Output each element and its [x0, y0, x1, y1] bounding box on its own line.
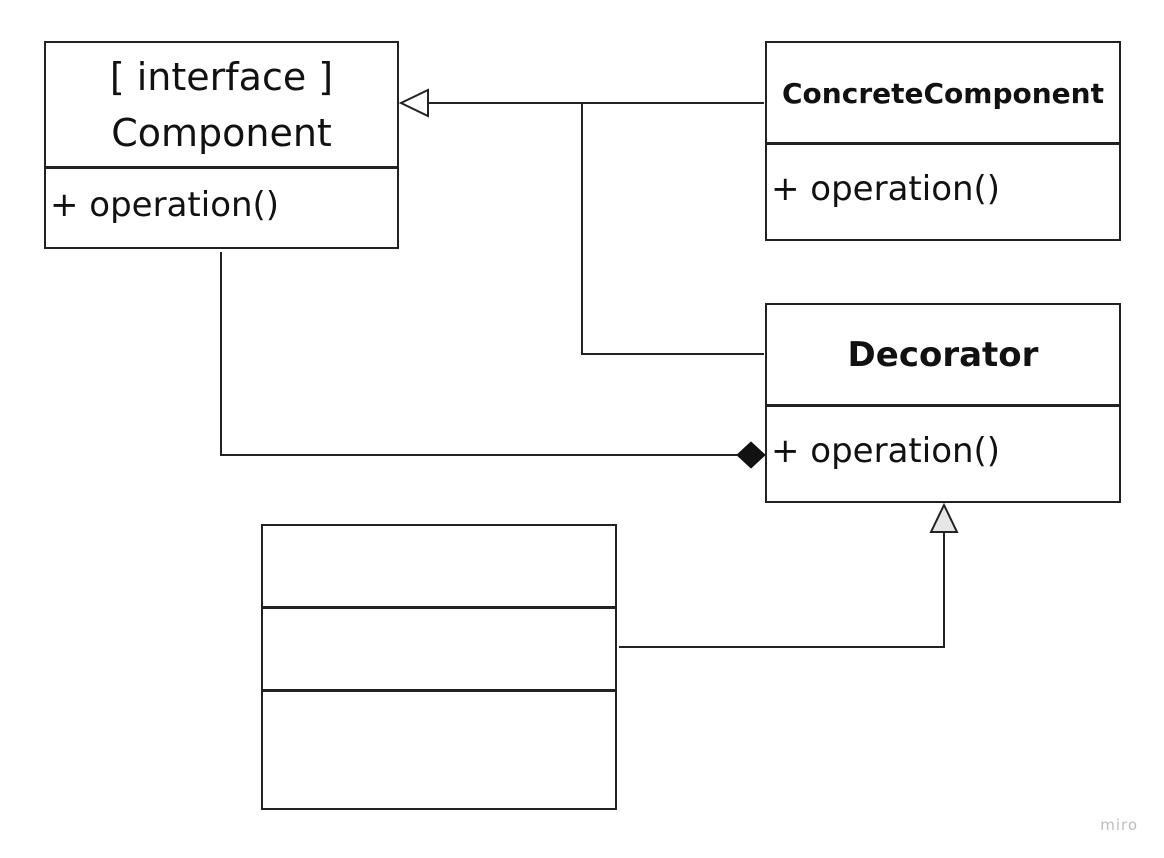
concreate-decorator-divider-1	[263, 606, 615, 608]
filled-diamond-icon	[736, 441, 766, 469]
component-name: Component	[111, 111, 332, 155]
composition-line	[220, 252, 737, 456]
decorator-method: + operation()	[771, 431, 1001, 471]
decorator-header: Decorator	[767, 305, 1119, 405]
concrete-component-header: ConcreteComponent	[767, 43, 1119, 143]
concrete-component-class-box[interactable]: ConcreteComponent + operation()	[765, 41, 1121, 241]
component-method: + operation()	[50, 185, 280, 225]
decorator-methods: + operation()	[767, 431, 1119, 471]
concrete-component-method: + operation()	[771, 169, 1001, 209]
component-methods: + operation()	[46, 185, 397, 225]
concreate-decorator-header	[263, 526, 615, 606]
concrete-component-methods: + operation()	[767, 169, 1119, 209]
decorator-name: Decorator	[847, 335, 1039, 375]
interface-stereotype: [ interface ]	[109, 55, 334, 99]
miro-watermark: miro	[1100, 816, 1138, 834]
generalization-arrowhead	[929, 502, 959, 533]
decorator-class-box[interactable]: Decorator + operation()	[765, 303, 1121, 503]
concreate-decorator-divider-2	[263, 689, 615, 691]
realization-line-decorator	[581, 103, 764, 355]
concreate-decorator-class-box[interactable]	[261, 524, 617, 810]
concrete-component-name: ConcreteComponent	[782, 76, 1104, 110]
decorator-divider	[767, 404, 1119, 406]
generalization-line	[619, 532, 945, 648]
component-class-box[interactable]: [ interface ] Component + operation()	[44, 41, 399, 249]
component-divider	[46, 166, 397, 168]
hollow-triangle-arrowhead	[398, 88, 429, 118]
concrete-component-divider	[767, 142, 1119, 144]
component-header: [ interface ] Component	[46, 43, 397, 167]
